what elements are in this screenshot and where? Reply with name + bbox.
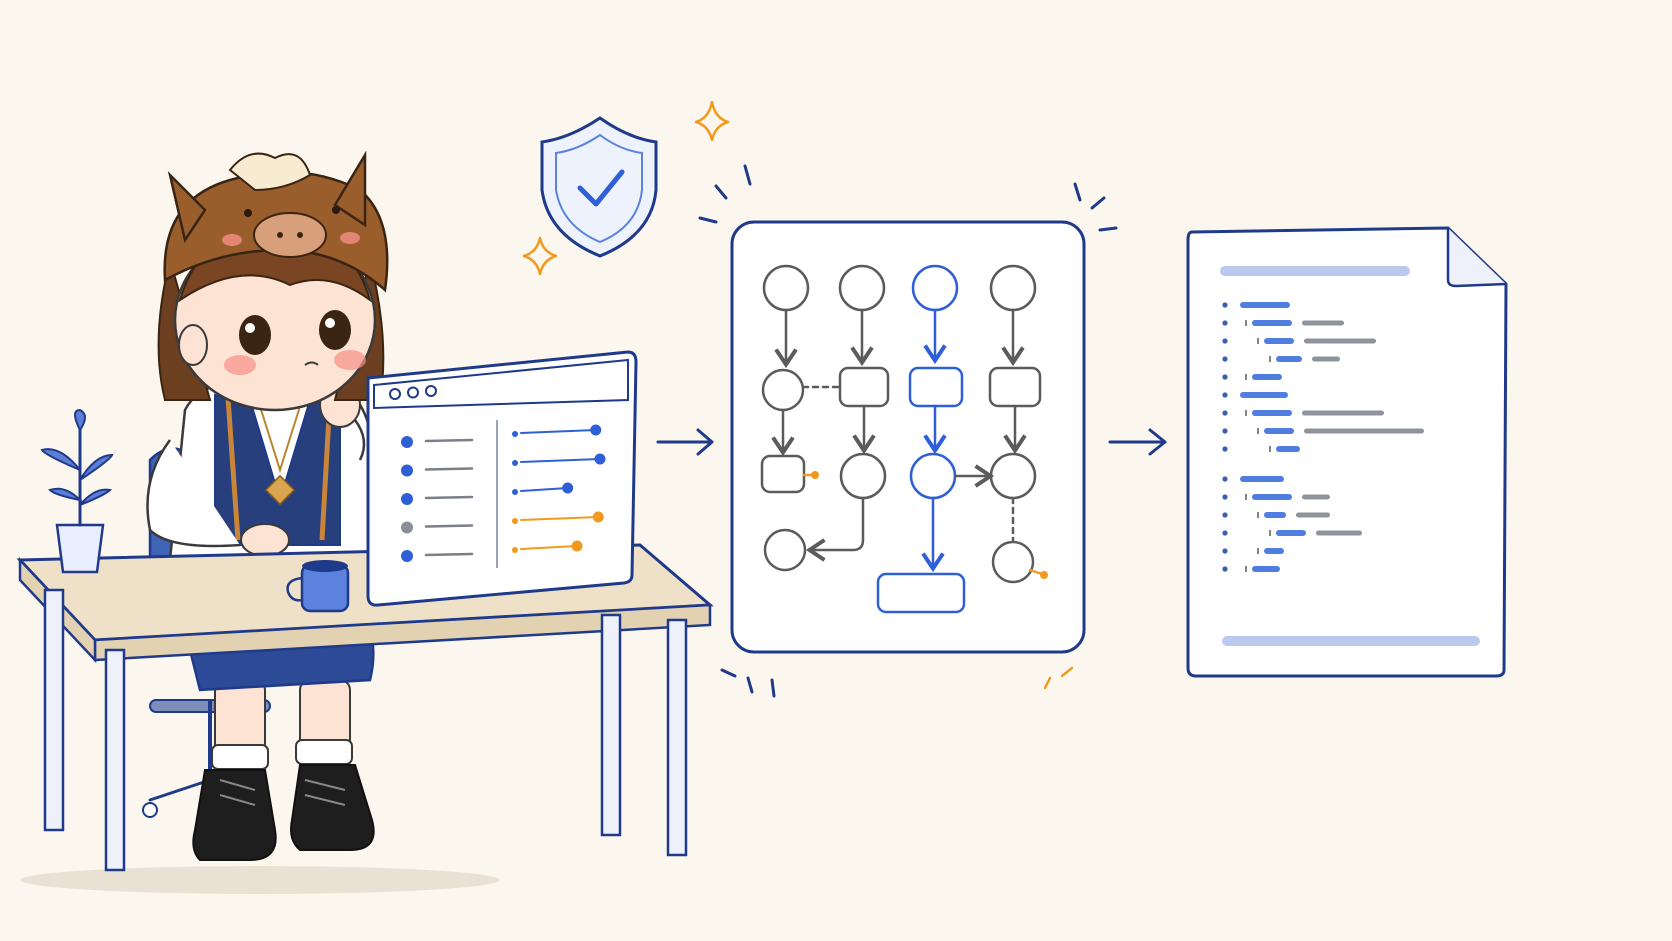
slider-track [520, 458, 601, 463]
line-bullet [1222, 356, 1228, 362]
code-comment [1302, 410, 1384, 416]
list-bullet [401, 493, 413, 505]
line-bullet [1222, 302, 1228, 308]
line-bullet [1222, 392, 1228, 398]
code-token [1264, 338, 1294, 344]
code-token [1252, 374, 1282, 380]
list-bullet [401, 464, 413, 477]
slider-track [520, 545, 579, 550]
line-bullet [1222, 446, 1228, 452]
window-dot [407, 386, 419, 399]
doc-code-lines [1222, 302, 1424, 572]
line-bullet [1222, 374, 1228, 380]
code-token [1276, 446, 1300, 452]
potted-plant [40, 408, 114, 574]
code-comment [1296, 512, 1330, 518]
list-line [424, 438, 474, 443]
slider-start [512, 489, 518, 495]
slider-start [512, 460, 518, 466]
doc-footer-bar [1222, 636, 1480, 646]
line-bullet [1222, 428, 1228, 434]
code-token [1276, 356, 1302, 362]
code-token [1264, 548, 1284, 554]
list-line [424, 552, 474, 557]
code-token [1252, 410, 1292, 416]
code-comment [1316, 530, 1362, 536]
list-bullet [401, 436, 413, 448]
floor-shadow [20, 866, 500, 894]
window-dots [389, 385, 437, 400]
line-bullet [1222, 548, 1228, 554]
line-bullet [1222, 512, 1228, 518]
list-line [424, 495, 474, 500]
line-bullet [1222, 320, 1228, 326]
list-bullet [401, 550, 413, 562]
document-icon [1186, 226, 1508, 678]
slider-start [512, 547, 518, 553]
monitor-list [401, 436, 474, 562]
slider-track [520, 429, 597, 434]
slider-knob [562, 482, 574, 494]
monitor [366, 350, 638, 607]
code-token [1252, 320, 1292, 326]
coffee-mug-icon [286, 560, 350, 613]
slider-start [512, 518, 518, 524]
slider-knob [590, 424, 602, 436]
list-line [424, 524, 474, 528]
arrow-right-icon [656, 428, 714, 456]
line-bullet [1222, 566, 1228, 572]
legs-and-boots [192, 679, 375, 861]
line-bullet [1222, 530, 1228, 536]
monitor-sliders [512, 424, 606, 553]
code-token [1276, 530, 1306, 536]
code-comment [1304, 428, 1424, 434]
sparkle-icon [522, 236, 558, 276]
code-token [1264, 428, 1294, 434]
code-token [1240, 302, 1290, 308]
slider-track [520, 487, 569, 492]
doc-header-bar [1220, 266, 1410, 276]
list-line [424, 467, 474, 471]
sparkle-icon [694, 100, 730, 142]
code-comment [1302, 494, 1330, 500]
code-comment [1302, 320, 1344, 326]
flow-panel [698, 164, 1118, 698]
code-token [1240, 476, 1284, 482]
line-bullet [1222, 494, 1228, 500]
line-bullet [1222, 338, 1228, 344]
code-token [1252, 494, 1292, 500]
horse-hat [163, 150, 389, 293]
line-bullet [1222, 476, 1228, 482]
code-token [1252, 566, 1280, 572]
code-token [1264, 512, 1286, 518]
arrow-right-icon [1108, 428, 1167, 456]
slider-knob [594, 453, 606, 465]
code-comment [1304, 338, 1376, 344]
code-token [1240, 392, 1288, 398]
desk-scene [16, 150, 714, 894]
shield-check-icon [540, 116, 658, 258]
line-bullet [1222, 410, 1228, 416]
window-dot [389, 388, 401, 400]
slider-knob [592, 511, 604, 523]
code-comment [1312, 356, 1340, 362]
slider-track [520, 516, 600, 521]
slider-knob [571, 540, 583, 552]
window-dot [425, 385, 437, 397]
list-bullet [401, 521, 413, 534]
slider-start [512, 431, 518, 437]
